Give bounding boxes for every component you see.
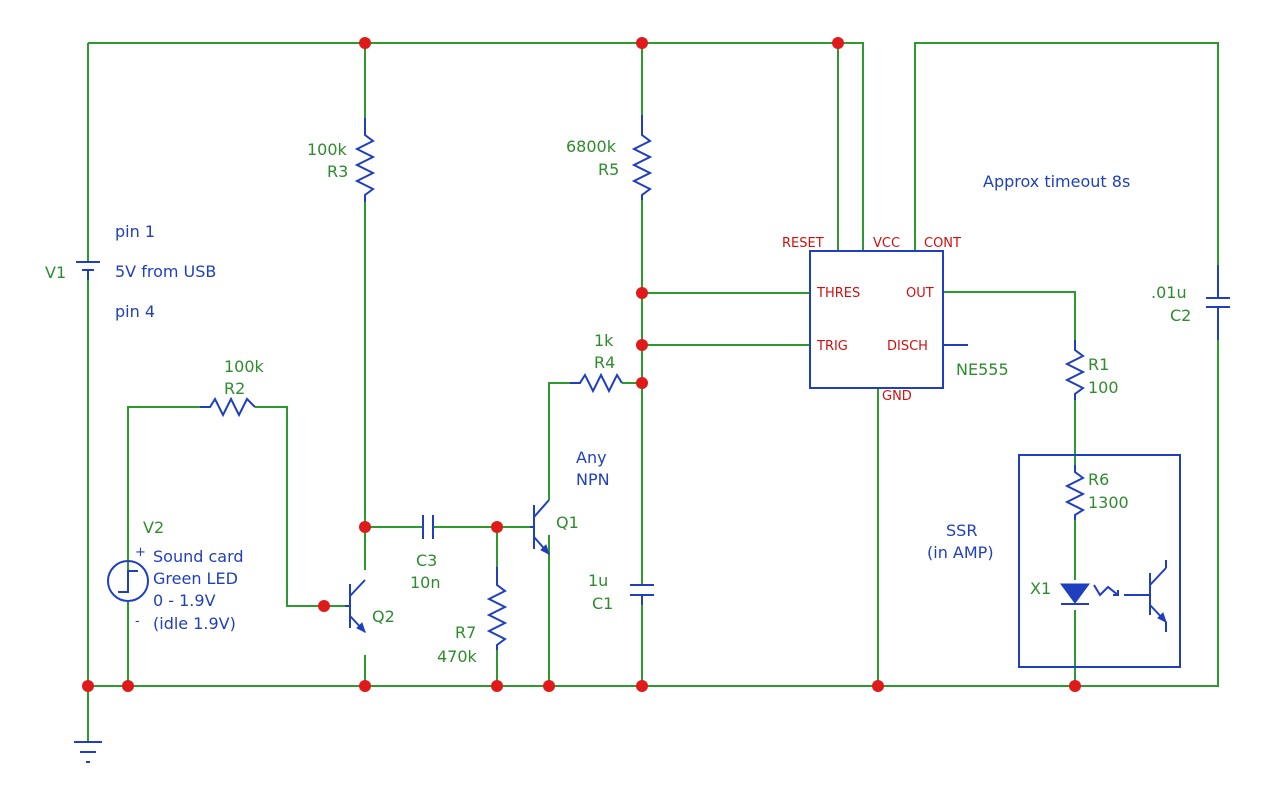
junction [318,600,330,612]
pin-cont: CONT [924,236,961,251]
q2-ref: Q2 [372,607,395,626]
c1-value: 1u [588,571,608,590]
junction [491,521,503,533]
note-usb: 5V from USB [115,262,216,281]
c3-ref: C3 [416,551,437,570]
junction [491,680,503,692]
r5-value: 6800k [566,137,617,156]
pin-gnd: GND [882,389,912,404]
ne555-chip [809,250,944,389]
c2-value: .01u [1151,283,1187,302]
ne555-part: NE555 [956,360,1009,379]
junction [636,680,648,692]
c2-capacitor [1206,265,1230,340]
c1-ref: C1 [592,594,613,613]
c1-capacitor [630,584,654,605]
q2-emitter-arrow [356,622,366,633]
junctions [82,37,1081,692]
r7-resistor [486,567,508,650]
junction [543,680,555,692]
r4-ref: R4 [594,353,615,372]
q1-emitter-arrow [540,544,550,555]
c2-ref: C2 [1170,306,1191,325]
note-ssr-1: SSR [946,521,977,540]
r5-resistor [631,115,653,200]
note-soundcard-3: 0 - 1.9V [153,591,216,610]
r5-ref: R5 [598,160,619,179]
phototransistor [1124,560,1167,632]
junction [636,339,648,351]
note-npn-1: Any [576,448,607,467]
junction [359,37,371,49]
junction [122,680,134,692]
x1-led [1060,583,1090,604]
r4-value: 1k [594,331,614,350]
ground-symbol [74,741,102,763]
ssr-box [1018,454,1181,668]
note-soundcard-4: (idle 1.9V) [153,614,236,633]
note-npn-2: NPN [576,470,610,489]
junction [359,680,371,692]
r7-ref: R7 [455,623,476,642]
r3-resistor [354,118,376,202]
r2-resistor [200,396,256,418]
junction [832,37,844,49]
r6-resistor [1064,465,1086,520]
junction [636,287,648,299]
r1-value: 100 [1088,378,1119,397]
v1-ref: V1 [45,263,66,282]
pin-trig: TRIG [816,339,848,354]
r7-value: 470k [437,647,478,666]
r6-value: 1300 [1088,493,1129,512]
r1-ref: R1 [1088,355,1109,374]
note-soundcard-1: Sound card [153,547,244,566]
r2-value: 100k [224,357,265,376]
v2-ref: V2 [143,518,164,537]
note-pin1: pin 1 [115,222,155,241]
r3-ref: R3 [327,162,348,181]
pin-thres: THRES [816,286,860,301]
c3-capacitor [422,515,434,539]
q1-ref: Q1 [556,513,579,532]
c3-value: 10n [410,573,441,592]
junction [872,680,884,692]
junction [636,377,648,389]
note-timeout: Approx timeout 8s [983,172,1130,191]
x1-ref: X1 [1030,579,1051,598]
pin-out: OUT [906,286,934,301]
pin-vcc: VCC [873,236,900,251]
note-soundcard-2: Green LED [153,569,238,588]
pin-reset: RESET [782,236,824,251]
v1-battery-symbol [76,261,100,280]
optocoupler-arrow [1093,584,1119,597]
note-pin4: pin 4 [115,302,155,321]
junction [359,521,371,533]
r4-resistor [570,372,623,394]
r3-value: 100k [307,140,348,159]
v2-minus: - [135,614,140,629]
wires [87,42,1219,742]
note-ssr-2: (in AMP) [927,543,994,562]
junction [1069,680,1081,692]
phototransistor-arrow [1157,612,1167,623]
r1-resistor [1064,340,1086,400]
r2-ref: R2 [224,379,245,398]
r6-ref: R6 [1088,470,1109,489]
v2-source-symbol [107,560,149,602]
v2-plus: + [135,545,146,560]
junction [636,37,648,49]
pin-disch: DISCH [887,339,928,354]
junction [82,680,94,692]
